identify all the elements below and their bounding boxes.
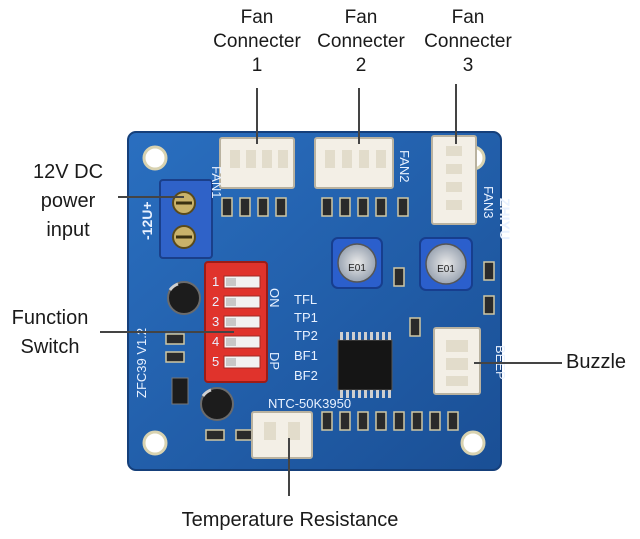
fan-connector-1 [219,137,295,189]
fan1-silk: FAN1 [209,166,224,199]
temperature-leader [288,438,290,496]
buzzle-leader [474,362,562,364]
smd-row-top [221,197,495,337]
switch-function: TP1 [294,310,318,325]
smd-row-bottom [165,333,459,441]
buzzle-label: Buzzle [566,351,627,373]
function-leader [100,331,234,333]
transistor [171,377,189,405]
power-leader [118,196,184,198]
power-pin-silk: -12U+ [139,201,155,240]
switch-function: BF1 [294,348,318,363]
fan3-silk: FAN3 [481,186,496,219]
capacitor-1 [167,281,201,315]
temperature-resistance-label: Temperature Resistance [181,509,399,531]
model-silk: ZFC39 V1.2 [134,328,149,398]
fan3-leader [455,84,457,144]
buzzer-connector [433,327,481,395]
fan-connector-3 [431,135,477,225]
brand-silk: ZHIYU [497,198,513,240]
switch-function: TFL [294,292,317,307]
capacitor-2 [200,387,234,421]
switch-number: 4 [212,334,219,349]
dip-switch [204,261,268,383]
power-terminal [159,179,213,259]
potentiometer-1: E01 [331,237,383,289]
ntc-silk: NTC-50K3950 [268,396,351,411]
potentiometer-2: E01 [419,237,473,291]
fan1-leader [256,88,258,144]
pot-1-marking: E01 [348,263,366,274]
ic-chip [337,332,393,398]
pot-2-marking: E01 [437,264,455,275]
switch-number: 1 [212,274,219,289]
switch-function: BF2 [294,368,318,383]
dip-dp-silk: DP [267,352,282,370]
mounting-holes [142,145,486,456]
switch-number: 5 [212,354,219,369]
dip-on-silk: ON [267,288,282,308]
fan-connector-2 [314,137,394,189]
switch-function: TP2 [294,328,318,343]
switch-number: 3 [212,314,219,329]
fan2-silk: FAN2 [397,150,412,183]
fan2-leader [358,88,360,144]
ntc-connector [251,411,313,459]
switch-number: 2 [212,294,219,309]
